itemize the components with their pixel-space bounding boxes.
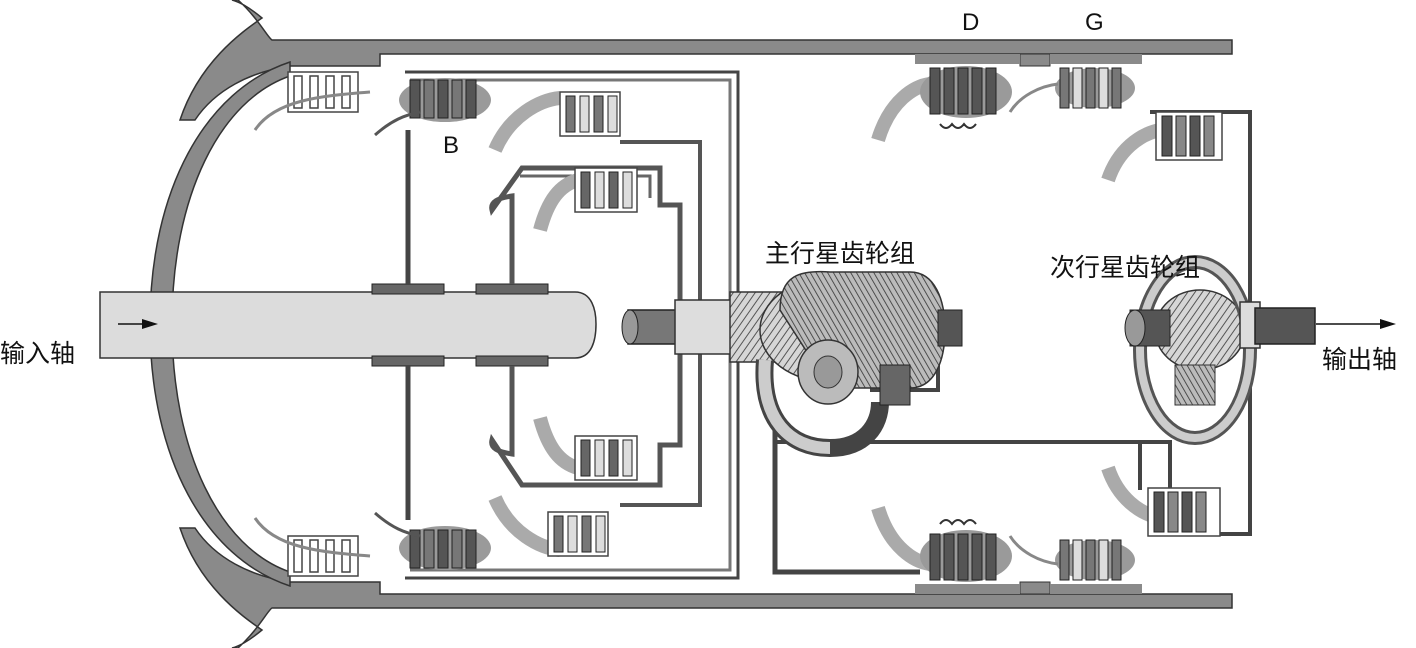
- output-arrow-head: [1380, 319, 1396, 329]
- clutch-g-top: [1008, 67, 1135, 113]
- secondary-planetary-label: 次行星齿轮组: [1050, 253, 1200, 282]
- main-planetary-gear-set: [621, 270, 963, 458]
- clutch-b-bottom: [374, 511, 491, 570]
- main-planetary-label: 主行星齿轮组: [765, 239, 915, 268]
- clutch-inner-bottom: [533, 416, 638, 481]
- secondary-planetary-gear-set: [1124, 255, 1261, 445]
- clutch-g-label: G: [1085, 9, 1104, 36]
- clutch-c-top: [488, 91, 621, 154]
- clutch-pack-top-left: [253, 71, 371, 131]
- clutch-c-bottom: [488, 494, 609, 557]
- input-shaft-label: 输入轴: [0, 339, 75, 368]
- input-arrow-head: [142, 319, 158, 329]
- clutch-b-label: B: [443, 132, 459, 159]
- clutch-d-top: [871, 66, 1012, 143]
- clutch-pack-bottom-left: [253, 517, 371, 577]
- output-shaft-label: 输出轴: [1322, 345, 1397, 374]
- clutch-d-label: D: [962, 9, 979, 36]
- clutch-g-bottom: [1008, 535, 1135, 581]
- clutch-inner-top: [533, 167, 638, 232]
- clutch-right-bottom: [1101, 465, 1221, 537]
- clutch-d-bottom: [871, 505, 1012, 582]
- clutch-b-top: [374, 78, 491, 137]
- transmission-housing: [149, 0, 1233, 648]
- output-shaft: [1254, 307, 1396, 345]
- input-shaft: [99, 283, 597, 367]
- clutch-right-top: [1101, 111, 1223, 183]
